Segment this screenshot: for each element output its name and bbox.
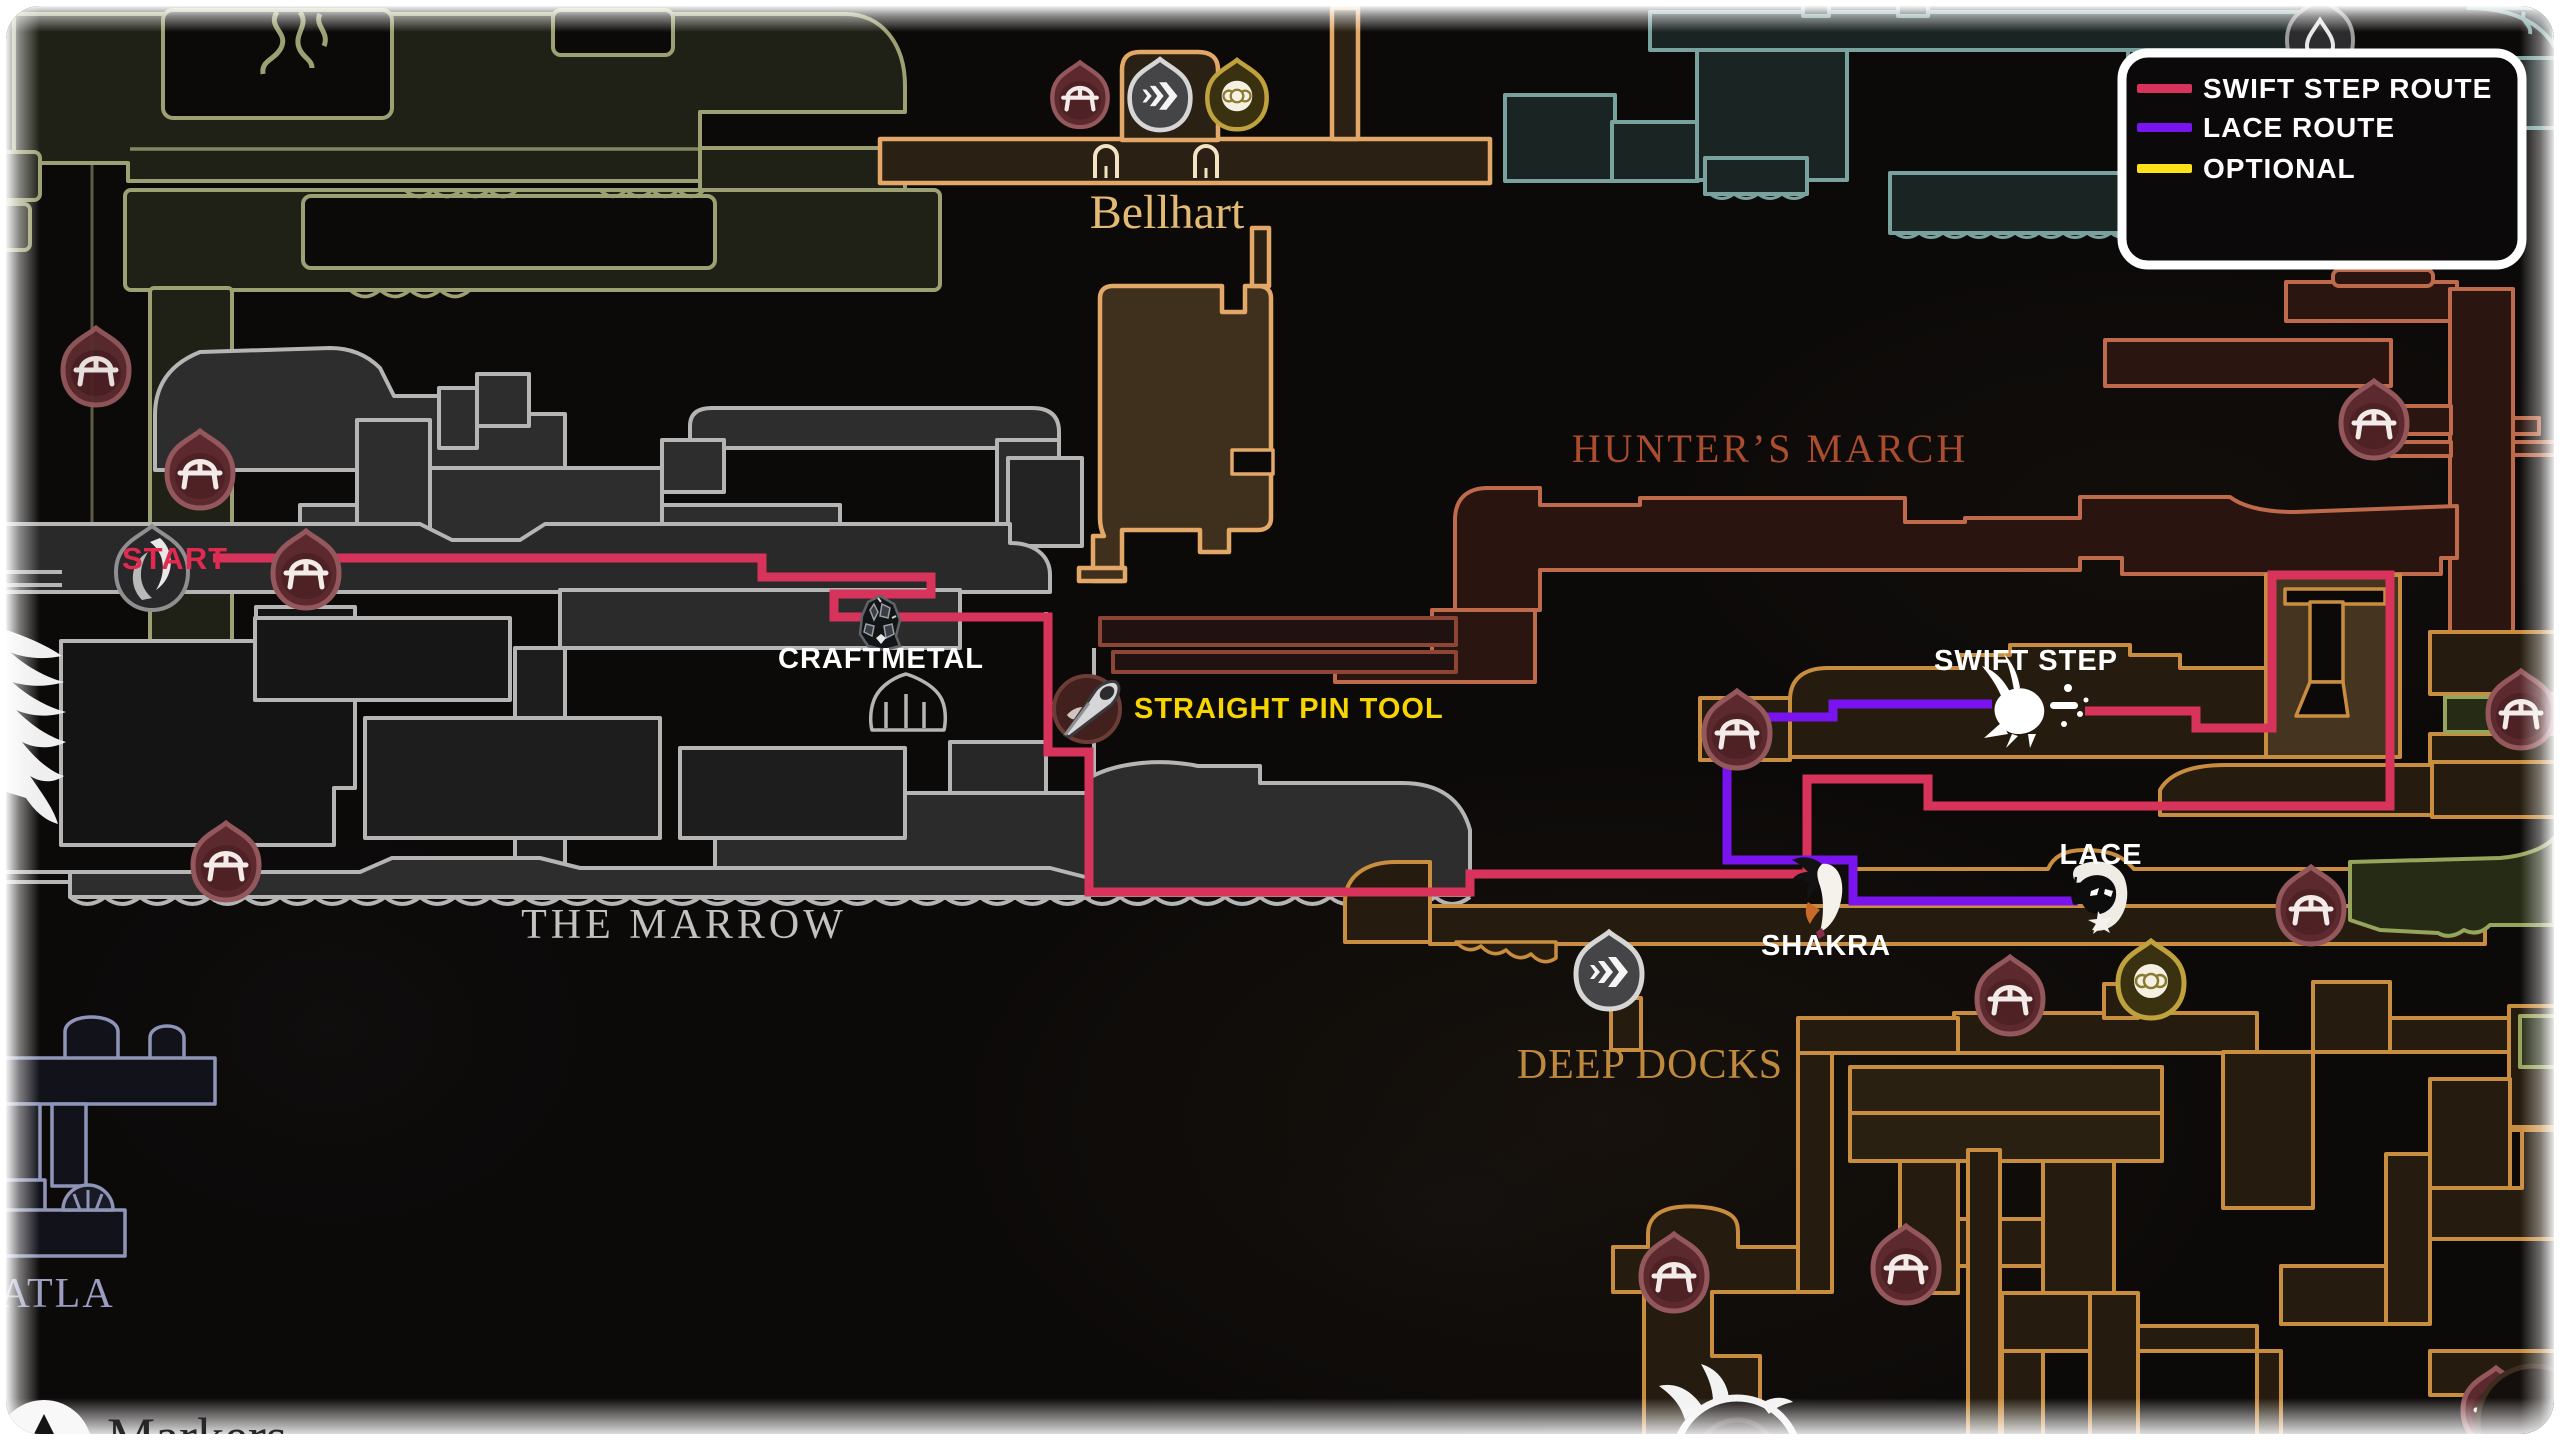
svg-text:DEEP DOCKS: DEEP DOCKS xyxy=(1517,1042,1783,1088)
svg-text:SHAKRA: SHAKRA xyxy=(1761,930,1891,962)
svg-text:STRAIGHT PIN TOOL: STRAIGHT PIN TOOL xyxy=(1134,693,1444,725)
svg-text:Bellhart: Bellhart xyxy=(1090,186,1245,239)
svg-text:LACE ROUTE: LACE ROUTE xyxy=(2203,112,2395,143)
svg-text:HUNTER’S MARCH: HUNTER’S MARCH xyxy=(1572,426,1968,471)
svg-text:SWIFT STEP: SWIFT STEP xyxy=(1934,645,2118,677)
svg-text:CRAFTMETAL: CRAFTMETAL xyxy=(778,643,984,675)
svg-text:OPTIONAL: OPTIONAL xyxy=(2203,153,2356,184)
svg-text:LACE: LACE xyxy=(2060,839,2143,871)
svg-text:START: START xyxy=(122,541,228,576)
svg-text:Markers: Markers xyxy=(107,1407,287,1434)
svg-text:THE MARROW: THE MARROW xyxy=(521,902,847,948)
svg-text:SWIFT STEP ROUTE: SWIFT STEP ROUTE xyxy=(2203,73,2492,104)
